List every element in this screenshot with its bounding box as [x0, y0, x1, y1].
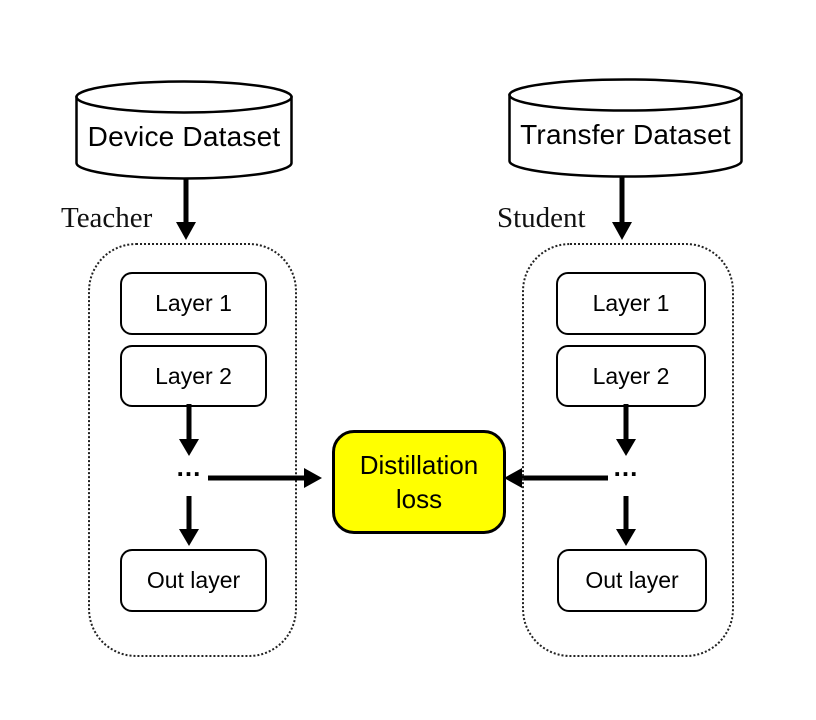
cylinder-shape-icon: [508, 78, 743, 178]
student-ellipsis: ...: [613, 452, 639, 482]
teacher-to-loss-arrow: [208, 468, 322, 488]
distillation-loss-label-line2: loss: [395, 484, 443, 514]
student-model-box: [522, 243, 734, 657]
teacher-layer-1-node: Layer 1: [120, 272, 267, 335]
student-layer-2-node: Layer 2: [556, 345, 706, 407]
cylinder-shape-icon: [75, 80, 293, 180]
teacher-label: Teacher: [61, 202, 153, 234]
teacher-model-box: [88, 243, 297, 657]
teacher-arrow-ellipsis-to-out: [179, 496, 199, 546]
student-label: Student: [497, 202, 586, 234]
arrow-device-dataset-to-teacher: [176, 178, 196, 240]
device-dataset-cylinder: Device Dataset: [75, 80, 293, 180]
transfer-dataset-label: Transfer Dataset: [520, 118, 731, 150]
student-to-loss-arrow: [504, 468, 608, 488]
teacher-layer-2-node: Layer 2: [120, 345, 267, 407]
device-dataset-label: Device Dataset: [87, 120, 281, 152]
student-out-layer-node: Out layer: [557, 549, 707, 612]
student-arrow-ellipsis-to-out: [616, 496, 636, 546]
distillation-loss-label-line1: Distillation: [359, 450, 479, 480]
transfer-dataset-cylinder: Transfer Dataset: [508, 78, 743, 178]
teacher-out-layer-node: Out layer: [120, 549, 267, 612]
arrow-transfer-dataset-to-student: [612, 176, 632, 240]
student-arrow-layer2-to-ellipsis: [616, 404, 636, 456]
distillation-loss-box: Distillation loss: [332, 430, 506, 534]
teacher-ellipsis: ...: [176, 452, 202, 482]
teacher-arrow-layer2-to-ellipsis: [179, 404, 199, 456]
student-layer-1-node: Layer 1: [556, 272, 706, 335]
